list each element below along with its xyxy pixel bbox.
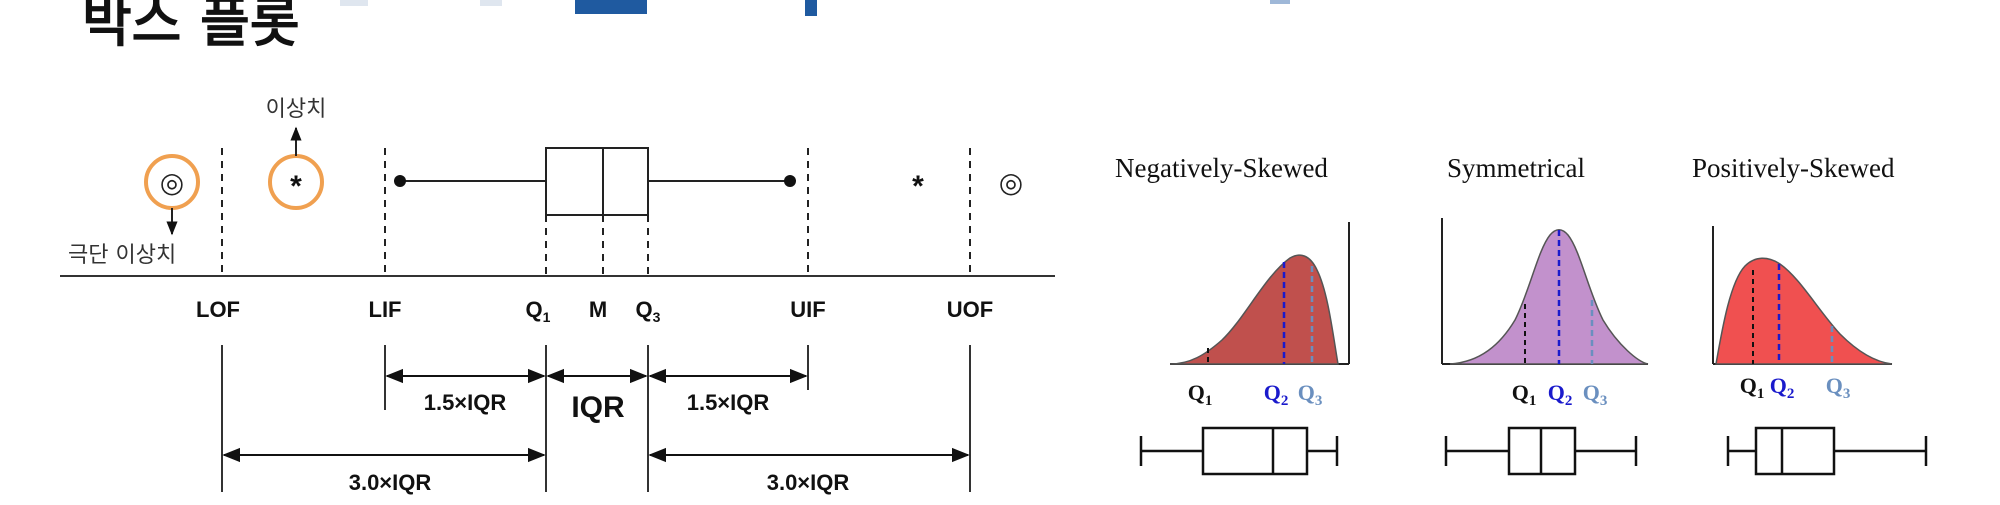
q1-label: Q1	[1512, 380, 1537, 409]
mini-boxplot	[1444, 426, 1638, 476]
label-uif: UIF	[790, 297, 825, 322]
q1-label: Q1	[1188, 380, 1213, 409]
q3-label: Q3	[1298, 380, 1323, 409]
axis-labels: LOF LIF Q1 M Q3 UIF UOF	[196, 297, 993, 325]
left-outer-label: 3.0×IQR	[349, 470, 432, 495]
right-outer-label: 3.0×IQR	[767, 470, 850, 495]
skew-panel-title: Positively-Skewed	[1692, 153, 1895, 183]
distribution-curve	[1169, 254, 1339, 365]
skew-panel-title: Symmetrical	[1447, 153, 1585, 183]
mini-boxplot	[1726, 426, 1928, 476]
mini-boxplot	[1139, 426, 1339, 476]
label-q1: Q1	[526, 297, 551, 325]
skew-panel-negative: Negatively-Skewed Q1 Q2 Q3	[1115, 153, 1350, 476]
label-lof: LOF	[196, 297, 240, 322]
distribution-curve	[1449, 229, 1649, 365]
extreme-outlier-right-symbol: ◎	[999, 166, 1023, 199]
extreme-outlier-label: 극단 이상치	[68, 243, 176, 268]
page-title: 박스 플롯	[82, 0, 300, 54]
iqr-label: IQR	[571, 391, 625, 424]
header-band-blue-1	[575, 0, 647, 14]
distribution-curve	[1715, 257, 1893, 365]
q3-label: Q3	[1583, 380, 1608, 409]
q3-label: Q3	[1826, 373, 1851, 402]
iqr-box	[545, 147, 649, 216]
left-inner-label: 1.5×IQR	[424, 390, 507, 415]
label-uof: UOF	[947, 297, 993, 322]
boxplot-anatomy-diagram: ◎ 극단 이상치 * 이상치 * ◎ LOF LIF Q1 M Q3 UIF U…	[60, 97, 1055, 495]
skew-panel-positive: Positively-Skewed Q1 Q2 Q3	[1692, 153, 1928, 476]
q2-label: Q2	[1770, 373, 1795, 402]
outlier-right-symbol: *	[912, 170, 924, 203]
lower-whisker-dot	[394, 175, 406, 187]
label-q3: Q3	[636, 297, 661, 325]
header-band-light-2	[480, 0, 502, 6]
q2-label: Q2	[1264, 380, 1289, 409]
q2-label: Q2	[1548, 380, 1573, 409]
skew-panel-title: Negatively-Skewed	[1115, 153, 1328, 183]
label-lif: LIF	[369, 297, 402, 322]
label-m: M	[589, 297, 607, 322]
upper-whisker-dot	[784, 175, 796, 187]
extreme-outlier-left-symbol: ◎	[160, 166, 184, 199]
fence-lines	[221, 148, 971, 276]
dimension-ticks	[221, 345, 971, 492]
header-band-light-3	[1270, 0, 1290, 4]
skew-panel-symmetrical: Symmetrical Q1 Q2 Q3	[1441, 153, 1649, 476]
outlier-left-symbol: *	[290, 170, 302, 203]
header-band-blue-2	[805, 0, 817, 16]
header-band-light-1	[340, 0, 368, 6]
right-inner-label: 1.5×IQR	[687, 390, 770, 415]
q1-label: Q1	[1740, 373, 1765, 402]
outlier-label: 이상치	[266, 97, 327, 122]
